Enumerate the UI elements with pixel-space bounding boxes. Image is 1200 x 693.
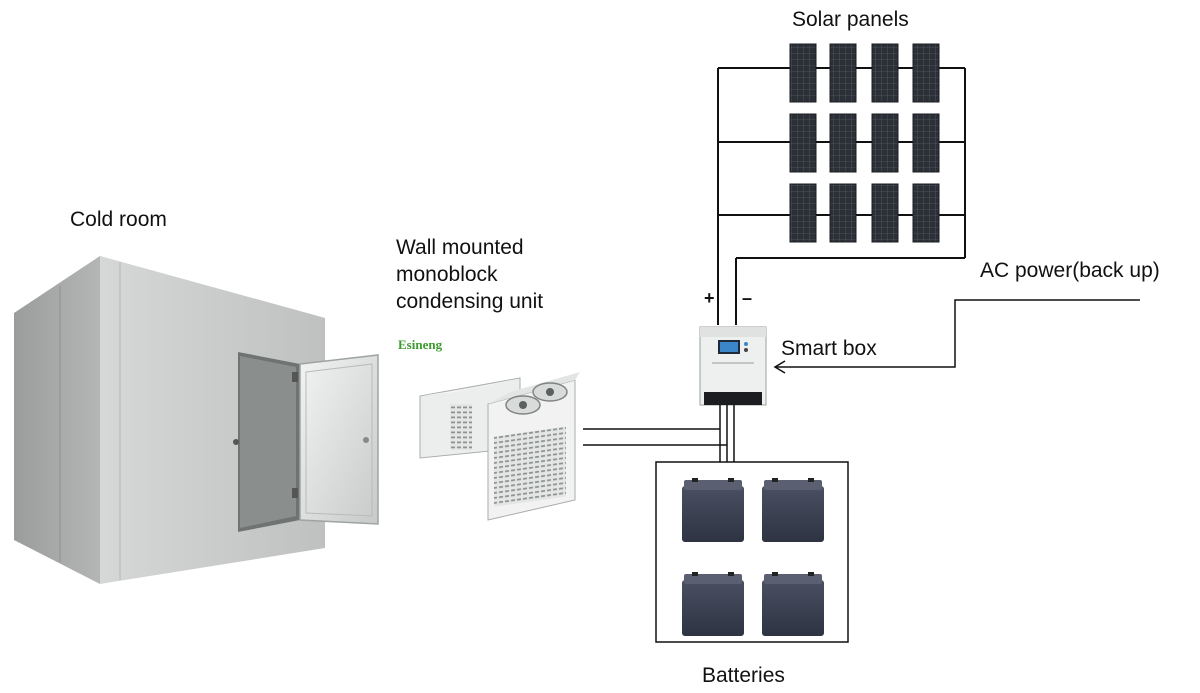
ac-power-label: AC power(back up) (980, 259, 1160, 282)
condensing-unit-label-line: condensing unit (396, 290, 544, 313)
condensing-unit-label: Wall mounted monoblock condensing unit (396, 234, 543, 315)
solar-panel-icon (789, 183, 817, 243)
battery-icon (762, 478, 824, 542)
solar-panels (789, 43, 940, 243)
solar-panel-icon (789, 113, 817, 173)
solar-panel-icon (912, 113, 940, 173)
batteries-label: Batteries (702, 664, 785, 687)
condensing-unit-label-line: monoblock (396, 263, 498, 286)
plus-terminal-label: + (704, 288, 715, 308)
solar-panel-icon (871, 183, 899, 243)
solar-panel-icon (829, 43, 857, 103)
solar-panel-icon (871, 113, 899, 173)
brand-logo: Esineng (398, 337, 443, 352)
minus-terminal-label: – (742, 288, 753, 308)
ac-power-line (773, 299, 1140, 374)
condensing-unit-illustration (419, 372, 580, 521)
solar-panel-icon (829, 113, 857, 173)
battery-icon (762, 572, 824, 636)
solar-panel-icon (829, 183, 857, 243)
smart-box-label: Smart box (781, 337, 877, 360)
inverter-icon (699, 326, 767, 406)
cold-room-illustration (14, 256, 379, 584)
solar-panel-icon (912, 43, 940, 103)
condensing-unit-label-line: Wall mounted (396, 236, 524, 259)
batteries (682, 478, 824, 636)
battery-icon (682, 478, 744, 542)
solar-panel-icon (871, 43, 899, 103)
battery-wires (583, 405, 735, 462)
solar-panels-label: Solar panels (792, 8, 909, 31)
battery-icon (682, 572, 744, 636)
cold-room-label: Cold room (70, 208, 167, 231)
solar-panel-icon (912, 183, 940, 243)
solar-panel-icon (789, 43, 817, 103)
